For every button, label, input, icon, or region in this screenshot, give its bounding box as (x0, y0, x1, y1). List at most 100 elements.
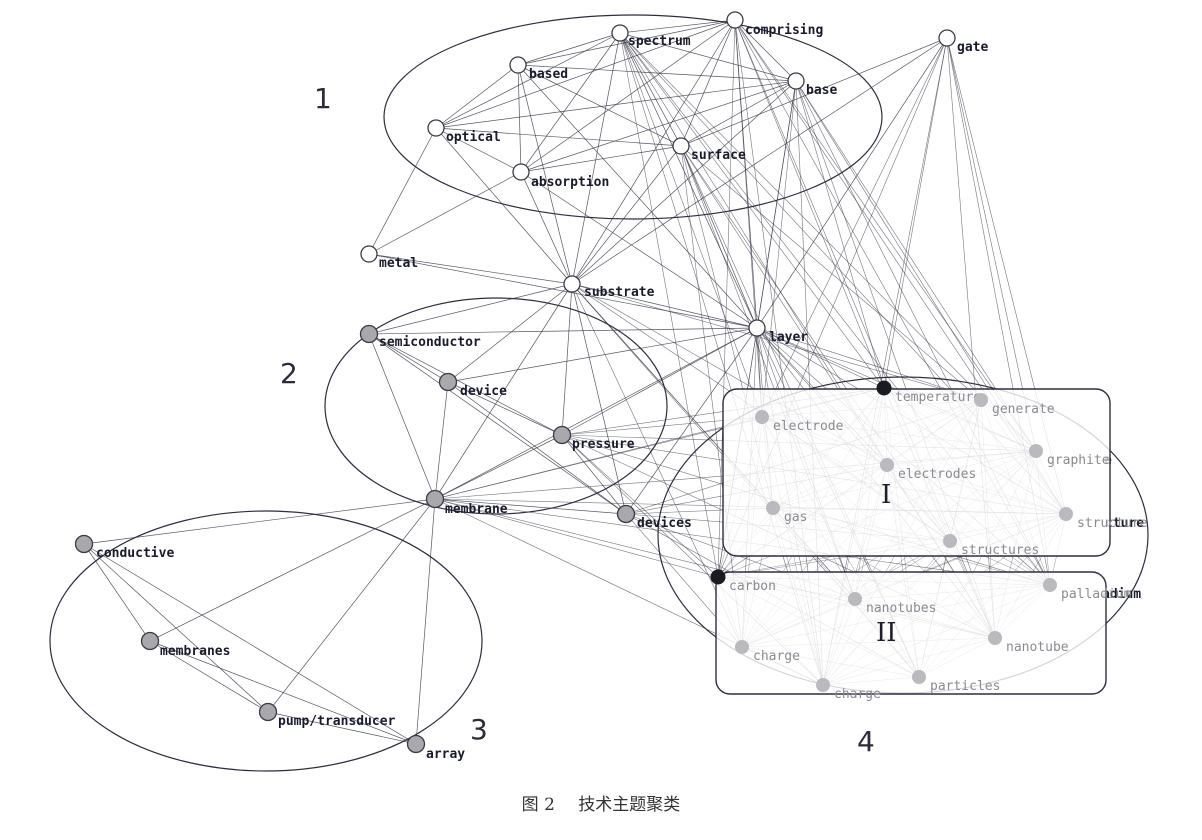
edge (435, 19, 736, 129)
node-label: gate (957, 40, 988, 55)
node-label: carbon (729, 579, 776, 594)
edge (368, 333, 627, 515)
subgroup-II-label: II (876, 618, 897, 648)
subgroup-I-label: I (881, 480, 891, 510)
edge (435, 127, 573, 285)
edge (619, 32, 885, 389)
node-label: comprising (745, 23, 823, 38)
node-label: electrode (773, 419, 844, 434)
node-marker (912, 670, 926, 684)
node-label: pressure (572, 437, 635, 452)
edge (517, 64, 682, 147)
edge (520, 171, 573, 285)
edge (756, 37, 948, 329)
edge (447, 283, 573, 383)
node-marker (755, 410, 769, 424)
edge (149, 640, 417, 745)
cluster-3-label: 3 (470, 713, 488, 746)
node-marker (438, 372, 458, 392)
node-label: structure (1077, 516, 1148, 531)
node-nanotubes: nanotubes (848, 592, 936, 616)
edge (368, 283, 573, 335)
node-label: devices (637, 516, 692, 531)
figure-caption: 图 2 技术主题聚类 (0, 790, 1202, 815)
node-charge: charge (816, 678, 881, 702)
node-label: device (460, 384, 507, 399)
node-marker (787, 72, 805, 90)
node-marker (1029, 444, 1043, 458)
node-marker (988, 631, 1002, 645)
node-marker (140, 631, 160, 651)
node-substrate: substrate (563, 275, 655, 300)
edge (571, 283, 743, 648)
cluster-1-ellipse (383, 14, 883, 220)
node-surface: surface (672, 137, 746, 163)
node-marker (876, 380, 892, 396)
node-label: charge (834, 687, 881, 702)
node-label-tail: cture (1105, 516, 1144, 531)
node-pressure: pressure (552, 425, 635, 452)
node-marker (563, 275, 581, 293)
node-device: device (438, 372, 507, 399)
node-label: optical (446, 130, 501, 145)
edge (571, 32, 621, 285)
edge (619, 19, 736, 34)
node-label: structures (961, 543, 1039, 558)
edge (795, 80, 885, 389)
node-label: metal (379, 256, 418, 271)
node-label: semiconductor (379, 335, 481, 350)
node-structures: structures (943, 534, 1039, 558)
edge (619, 32, 682, 147)
node-generate: generate (974, 393, 1055, 417)
edge (447, 327, 758, 383)
edge (447, 381, 627, 515)
node-base: base (787, 72, 837, 98)
cluster-2-ellipse (324, 297, 668, 515)
edge (149, 498, 436, 642)
edge (447, 381, 563, 436)
node-label: electrodes (898, 467, 976, 482)
node-array: array (406, 734, 465, 762)
node-label: base (806, 83, 837, 98)
edge (761, 37, 948, 418)
node-membranes: membranes (140, 631, 230, 659)
edge (517, 64, 522, 173)
edge (517, 19, 736, 66)
edge (435, 127, 682, 147)
edge (734, 19, 763, 418)
node-marker (611, 24, 629, 42)
node-label: layer (769, 330, 808, 345)
edge (267, 711, 417, 745)
edge (415, 498, 436, 745)
edge (520, 80, 797, 173)
edge (434, 381, 449, 500)
edge (756, 327, 982, 401)
node-marker (360, 245, 378, 263)
edge (619, 32, 719, 578)
node-spectrum: spectrum (611, 24, 691, 49)
edge (571, 19, 736, 285)
node-comprising: comprising (726, 11, 823, 38)
node-membrane: membrane (425, 489, 508, 517)
nodes: spectrum comprising gate based base optical su… (74, 11, 1144, 762)
node-label: membrane (445, 502, 508, 517)
node-label: nanotubes (866, 601, 936, 616)
node-gas: gas (766, 501, 807, 525)
node-label: based (529, 67, 568, 82)
node-label: generate (992, 402, 1055, 417)
edge (517, 32, 621, 66)
node-label: pump/transducer (278, 714, 396, 729)
edge (619, 32, 1037, 452)
node-marker (726, 11, 744, 29)
edge (571, 283, 982, 401)
edge (368, 253, 573, 285)
edge (680, 19, 736, 147)
edge (619, 32, 758, 329)
network-diagram: spectrum comprising gate based base optical su… (49, 11, 1149, 772)
node-based: based (509, 56, 568, 82)
edge (619, 32, 797, 82)
edge (734, 19, 1037, 452)
node-marker (710, 569, 726, 585)
edge (756, 327, 885, 389)
edge (83, 498, 436, 545)
